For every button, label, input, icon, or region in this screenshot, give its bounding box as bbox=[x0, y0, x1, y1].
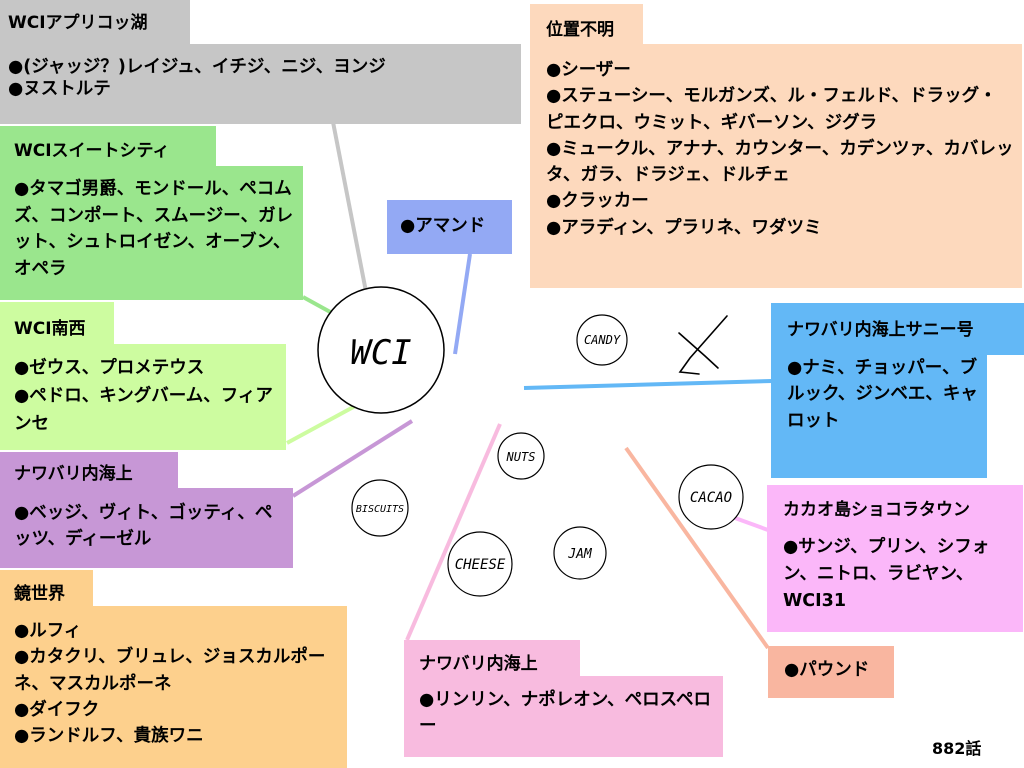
list-item: ●ランドルフ、貴族ワニ bbox=[14, 726, 204, 746]
connector-pound bbox=[624, 446, 770, 650]
nuts-label: NUTS bbox=[506, 450, 536, 464]
group-title: 位置不明 bbox=[546, 20, 614, 40]
group-apricot-body: ●(ジャッジ？)レイジュ、イチジ、ニジ、ヨンジ ●ヌストルテ bbox=[0, 44, 521, 124]
jam-circle bbox=[553, 526, 607, 580]
group-nawabari1-body: ●ベッジ、ヴィト、ゴッティ、ペッツ、ディーゼル bbox=[0, 488, 293, 568]
list-item: ●ペドロ、キングバーム、フィアンセ bbox=[14, 386, 273, 434]
list-item: ●(ジャッジ？)レイジュ、イチジ、ニジ、ヨンジ bbox=[8, 57, 386, 77]
biscuits-circle bbox=[351, 479, 409, 537]
list-item: ●カタクリ、ブリュレ、ジョスカルポーネ、マスカルポーネ bbox=[14, 647, 326, 694]
group-title: WCIスイートシティ bbox=[14, 141, 170, 161]
list-item: ●ステューシー、モルガンズ、ル・フェルド、ドラッグ・ピエクロ、ウミット、ギバーソ… bbox=[546, 86, 997, 133]
list-item: ●ダイフク bbox=[14, 699, 100, 720]
jam-label: JAM bbox=[567, 547, 593, 562]
list-item: ●サンジ、プリン、シフォン、ニトロ、ラビヤン、WCI31 bbox=[783, 536, 990, 611]
connector-nawabari1 bbox=[291, 419, 414, 498]
list-item: ●アマンド bbox=[400, 216, 486, 236]
group-title: 鏡世界 bbox=[14, 584, 65, 604]
list-item: ●ベッジ、ヴィト、ゴッティ、ペッツ、ディーゼル bbox=[14, 503, 273, 550]
group-southwest-body: ●ゼウス、プロメテウス ●ペドロ、キングバーム、フィアンセ bbox=[0, 344, 286, 450]
group-unknown-header: 位置不明 bbox=[530, 4, 643, 44]
candy-label: CANDY bbox=[584, 333, 621, 347]
group-unknown-body: ●シーザー ●ステューシー、モルガンズ、ル・フェルド、ドラッグ・ピエクロ、ウミッ… bbox=[530, 44, 1022, 288]
group-sunny-body: ●ナミ、チョッパー、ブルック、ジンベエ、キャロット bbox=[771, 355, 987, 478]
list-item: ●アラディン、プラリネ、ワダツミ bbox=[546, 217, 822, 238]
group-sunny-header: ナワバリ内海上サニー号 bbox=[771, 303, 1024, 355]
group-cacao: カカオ島ショコラタウン ●サンジ、プリン、シフォン、ニトロ、ラビヤン、WCI31 bbox=[767, 485, 1023, 632]
list-item: ●ナミ、チョッパー、ブルック、ジンベエ、キャロット bbox=[787, 358, 978, 431]
wci-label: WCI bbox=[350, 333, 411, 373]
list-item: ●パウンド bbox=[784, 660, 870, 680]
group-sweetcity-body: ●タマゴ男爵、モンドール、ペコムズ、コンポート、スムージー、ガレット、シュトロイ… bbox=[0, 166, 303, 300]
group-apricot-header: WCIアプリコッ湖 bbox=[0, 0, 190, 44]
list-item: ●ゼウス、プロメテウス bbox=[14, 358, 205, 378]
candy-circle bbox=[576, 314, 628, 366]
cheese-circle bbox=[447, 531, 513, 597]
list-item: ●ミュークル、アナナ、カウンター、カデンツァ、カバレッタ、ガラ、ドラジェ、ドルチ… bbox=[546, 138, 1014, 185]
group-sweetcity-header: WCIスイートシティ bbox=[0, 126, 216, 166]
group-amande: ●アマンド bbox=[387, 200, 512, 254]
group-pound: ●パウンド bbox=[768, 646, 894, 698]
connector-sunny bbox=[523, 379, 773, 390]
group-nawabari1-header: ナワバリ内海上 bbox=[0, 452, 178, 488]
list-item: ●ルフィ bbox=[14, 621, 82, 641]
group-title: ナワバリ内海上 bbox=[14, 464, 133, 484]
group-title: ナワバリ内海上 bbox=[419, 654, 538, 674]
list-item: ●クラッカー bbox=[546, 191, 649, 212]
x-mark bbox=[678, 315, 728, 375]
list-item: ●リンリン、ナポレオン、ペロスペロー bbox=[419, 690, 711, 737]
cacao-circle bbox=[678, 464, 744, 530]
group-title: ナワバリ内海上サニー号 bbox=[787, 320, 974, 340]
wci-circle bbox=[317, 286, 445, 414]
chapter-label: 882話 bbox=[932, 739, 982, 758]
group-title: WCIアプリコッ湖 bbox=[8, 13, 148, 33]
connector-nawabari2 bbox=[405, 423, 502, 641]
list-item: ●シーザー bbox=[546, 60, 631, 80]
list-item: ●タマゴ男爵、モンドール、ペコムズ、コンポート、スムージー、ガレット、シュトロイ… bbox=[14, 179, 294, 279]
group-southwest-header: WCI南西 bbox=[0, 302, 114, 344]
connector-apricot bbox=[331, 121, 370, 303]
connector-amande bbox=[453, 253, 472, 355]
group-mirror-body: ●ルフィ ●カタクリ、ブリュレ、ジョスカルポーネ、マスカルポーネ ●ダイフク ●… bbox=[0, 606, 347, 768]
group-mirror-header: 鏡世界 bbox=[0, 570, 93, 606]
group-title: WCI南西 bbox=[14, 319, 86, 339]
cheese-label: CHEESE bbox=[455, 557, 506, 573]
cacao-label: CACAO bbox=[690, 490, 732, 506]
biscuits-label: BISCUITS bbox=[356, 504, 404, 515]
group-nawabari2-header: ナワバリ内海上 bbox=[404, 640, 580, 676]
nuts-circle bbox=[497, 432, 545, 480]
group-title: カカオ島ショコラタウン bbox=[783, 500, 970, 520]
list-item: ●ヌストルテ bbox=[8, 79, 111, 100]
group-nawabari2-body: ●リンリン、ナポレオン、ペロスペロー bbox=[404, 676, 723, 757]
